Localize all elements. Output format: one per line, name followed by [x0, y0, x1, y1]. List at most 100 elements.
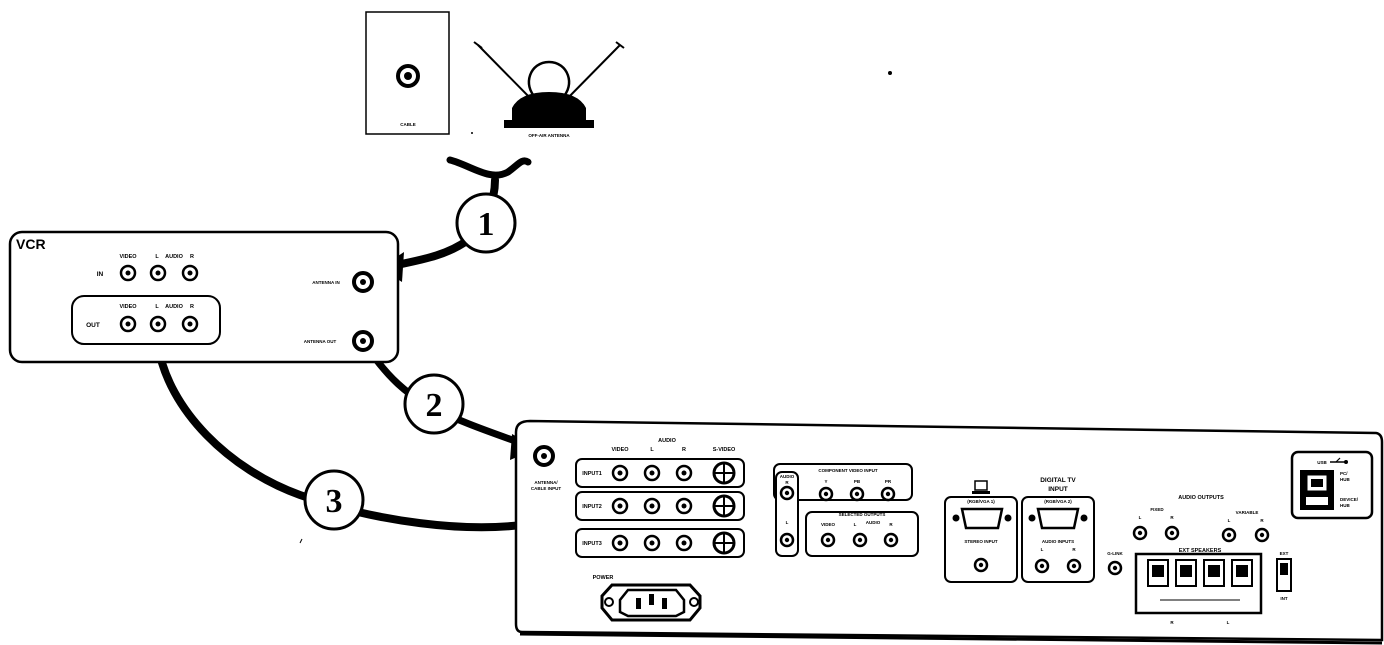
- tv-input2-label: INPUT2: [582, 504, 602, 510]
- vcr-antenna-out-label: ANTENNA OUT: [304, 339, 337, 344]
- tv-input2-row: INPUT2: [575, 491, 745, 521]
- tv-sel-l-label: L: [854, 522, 857, 527]
- tv-input1-row: INPUT1: [575, 458, 745, 488]
- vcr-antenna-out-jack: [352, 330, 374, 352]
- tv-ai-r-label: R: [1072, 547, 1076, 552]
- tv-glink-jack: [1107, 560, 1123, 576]
- vcr-in-l-label: L: [155, 254, 159, 260]
- tv-ext-speakers-label: EXT SPEAKERS: [1179, 548, 1222, 554]
- tv-audio-r-label: R: [682, 447, 686, 453]
- vcr-out-audio-label: AUDIO: [165, 304, 183, 310]
- tv-comp-r-label: R: [785, 480, 789, 485]
- vcr-out-l-label: L: [155, 304, 159, 310]
- tv-fixed-label: FIXED: [1150, 507, 1164, 512]
- step-2-badge: 2: [403, 373, 465, 435]
- tv-antenna-cable-jack: [533, 445, 555, 467]
- vcr-in-r-label: R: [190, 254, 194, 260]
- vcr-in-audio-r-jack: [181, 264, 199, 282]
- vcr-panel: VCR VIDEO L AUDIO R IN VIDEO L AUDIO R O…: [8, 230, 400, 364]
- tv-comp-pr-label: PR: [885, 479, 892, 484]
- vcr-out-label: OUT: [86, 322, 100, 329]
- tv-digital-tv-label-2: INPUT: [1048, 486, 1068, 493]
- tv-sel-video-label: VIDEO: [821, 522, 836, 527]
- tv-component-section: COMPONENT VIDEO INPUT AUDIO R L Y PB PR: [773, 463, 913, 557]
- tv-ext-speakers-section: EXT SPEAKERS R L: [1134, 548, 1263, 625]
- tv-audio-outputs-section: AUDIO OUTPUTS FIXED VARIABLE L R L R: [1132, 495, 1270, 543]
- tv-variable-label: VARIABLE: [1236, 510, 1259, 515]
- tv-antenna-label-1: ANTENNA/: [534, 480, 558, 485]
- tv-ai-l-label: L: [1041, 547, 1044, 552]
- tv-comp-pb-label: PB: [854, 479, 861, 484]
- cable-wall-plate: CABLE: [365, 11, 450, 135]
- tv-usb-label: USB: [1317, 460, 1327, 465]
- tv-device-hub-label-2: HUB: [1340, 503, 1350, 508]
- vcr-out-audio-l-jack: [149, 315, 167, 333]
- tv-var-r-label: R: [1260, 518, 1264, 523]
- vcr-antenna-in-label: ANTENNA IN: [312, 280, 340, 285]
- tv-rgb-vga1-section: (RGB/VGA 1) STEREO INPUT: [944, 480, 1018, 583]
- vcr-out-audio-r-jack: [181, 315, 199, 333]
- vcr-in-video-label: VIDEO: [119, 254, 137, 260]
- tv-comp-l-label: L: [786, 520, 789, 525]
- tv-input3-label: INPUT3: [582, 541, 602, 547]
- tv-digital-input-section: DIGITAL TV INPUT (RGB/VGA 2) AUDIO INPUT…: [1021, 477, 1095, 583]
- tv-ext-label: EXT: [1280, 551, 1289, 556]
- step-1-badge: 1: [455, 192, 517, 254]
- tv-device-hub-label-1: DEVICE/: [1340, 497, 1359, 502]
- tv-antenna-label-2: CABLE INPUT: [531, 486, 562, 491]
- tv-power-label: POWER: [593, 575, 614, 581]
- tv-comp-y-label: Y: [824, 479, 827, 484]
- scan-dot-2: [471, 132, 473, 134]
- tv-pc-hub-label-2: HUB: [1340, 477, 1350, 482]
- tv-var-l-label: L: [1228, 518, 1231, 523]
- tv-power-socket: [600, 583, 702, 622]
- tv-pc-hub-label-1: PC/: [1340, 471, 1348, 476]
- step-2-number: 2: [426, 387, 443, 424]
- tv-selected-outputs: SELECTED OUTPUTS VIDEO L AUDIO R: [805, 511, 919, 557]
- tv-back-panel: ANTENNA/ CABLE INPUT VIDEO AUDIO L R S-V…: [514, 419, 1384, 645]
- tv-spk-l-label: L: [1227, 620, 1230, 625]
- tv-rgb2-label: (RGB/VGA 2): [1044, 499, 1072, 504]
- vcr-out-video-jack: [119, 315, 137, 333]
- off-air-antenna: OFF-AIR ANTENNA: [473, 41, 625, 138]
- vcr-out-video-label: VIDEO: [119, 304, 137, 310]
- tv-ext-int-switch: EXT INT: [1276, 551, 1292, 601]
- tv-usb-section: USB PC/ HUB DEVICE/ HUB: [1290, 450, 1374, 520]
- tv-component-label: COMPONENT VIDEO INPUT: [818, 468, 878, 473]
- usb-icon: [1330, 457, 1348, 464]
- cable-label: CABLE: [400, 122, 416, 127]
- scan-mark: [299, 538, 303, 544]
- tv-stereo-input-label: STEREO INPUT: [964, 539, 998, 544]
- step-1-number: 1: [478, 206, 495, 243]
- tv-audio-l-label: L: [650, 447, 654, 453]
- tv-sel-audio-label: AUDIO: [866, 520, 881, 525]
- antenna-label: OFF-AIR ANTENNA: [528, 133, 570, 138]
- vcr-antenna-in-jack: [352, 271, 374, 293]
- tv-comp-audio-label: AUDIO: [780, 474, 795, 479]
- tv-input1-label: INPUT1: [582, 471, 602, 477]
- tv-spk-r-label: R: [1170, 620, 1174, 625]
- tv-fixed-r-label: R: [1170, 515, 1174, 520]
- scan-dot: [888, 71, 892, 75]
- tv-glink-label: G-LINK: [1107, 551, 1123, 556]
- tv-svideo-label: S-VIDEO: [713, 447, 736, 453]
- tv-digital-tv-label-1: DIGITAL TV: [1040, 477, 1076, 484]
- step-3-badge: 3: [303, 469, 365, 531]
- computer-icon: [972, 480, 990, 494]
- vcr-out-r-label: R: [190, 304, 194, 310]
- tv-int-label: INT: [1280, 596, 1288, 601]
- vcr-in-audio-l-jack: [149, 264, 167, 282]
- tv-audio-label: AUDIO: [658, 438, 676, 444]
- tv-input3-row: INPUT3: [575, 528, 745, 558]
- vcr-in-video-jack: [119, 264, 137, 282]
- tv-audio-outputs-label: AUDIO OUTPUTS: [1178, 495, 1224, 501]
- tv-video-label: VIDEO: [611, 447, 629, 453]
- tv-rgb1-label: (RGB/VGA 1): [967, 499, 995, 504]
- vcr-title: VCR: [16, 236, 46, 252]
- tv-selected-outputs-label: SELECTED OUTPUTS: [839, 512, 886, 517]
- tv-audio-inputs-label: AUDIO INPUTS: [1042, 539, 1074, 544]
- tv-sel-r-label: R: [889, 522, 893, 527]
- step-3-number: 3: [326, 483, 343, 520]
- vcr-in-audio-label: AUDIO: [165, 254, 183, 260]
